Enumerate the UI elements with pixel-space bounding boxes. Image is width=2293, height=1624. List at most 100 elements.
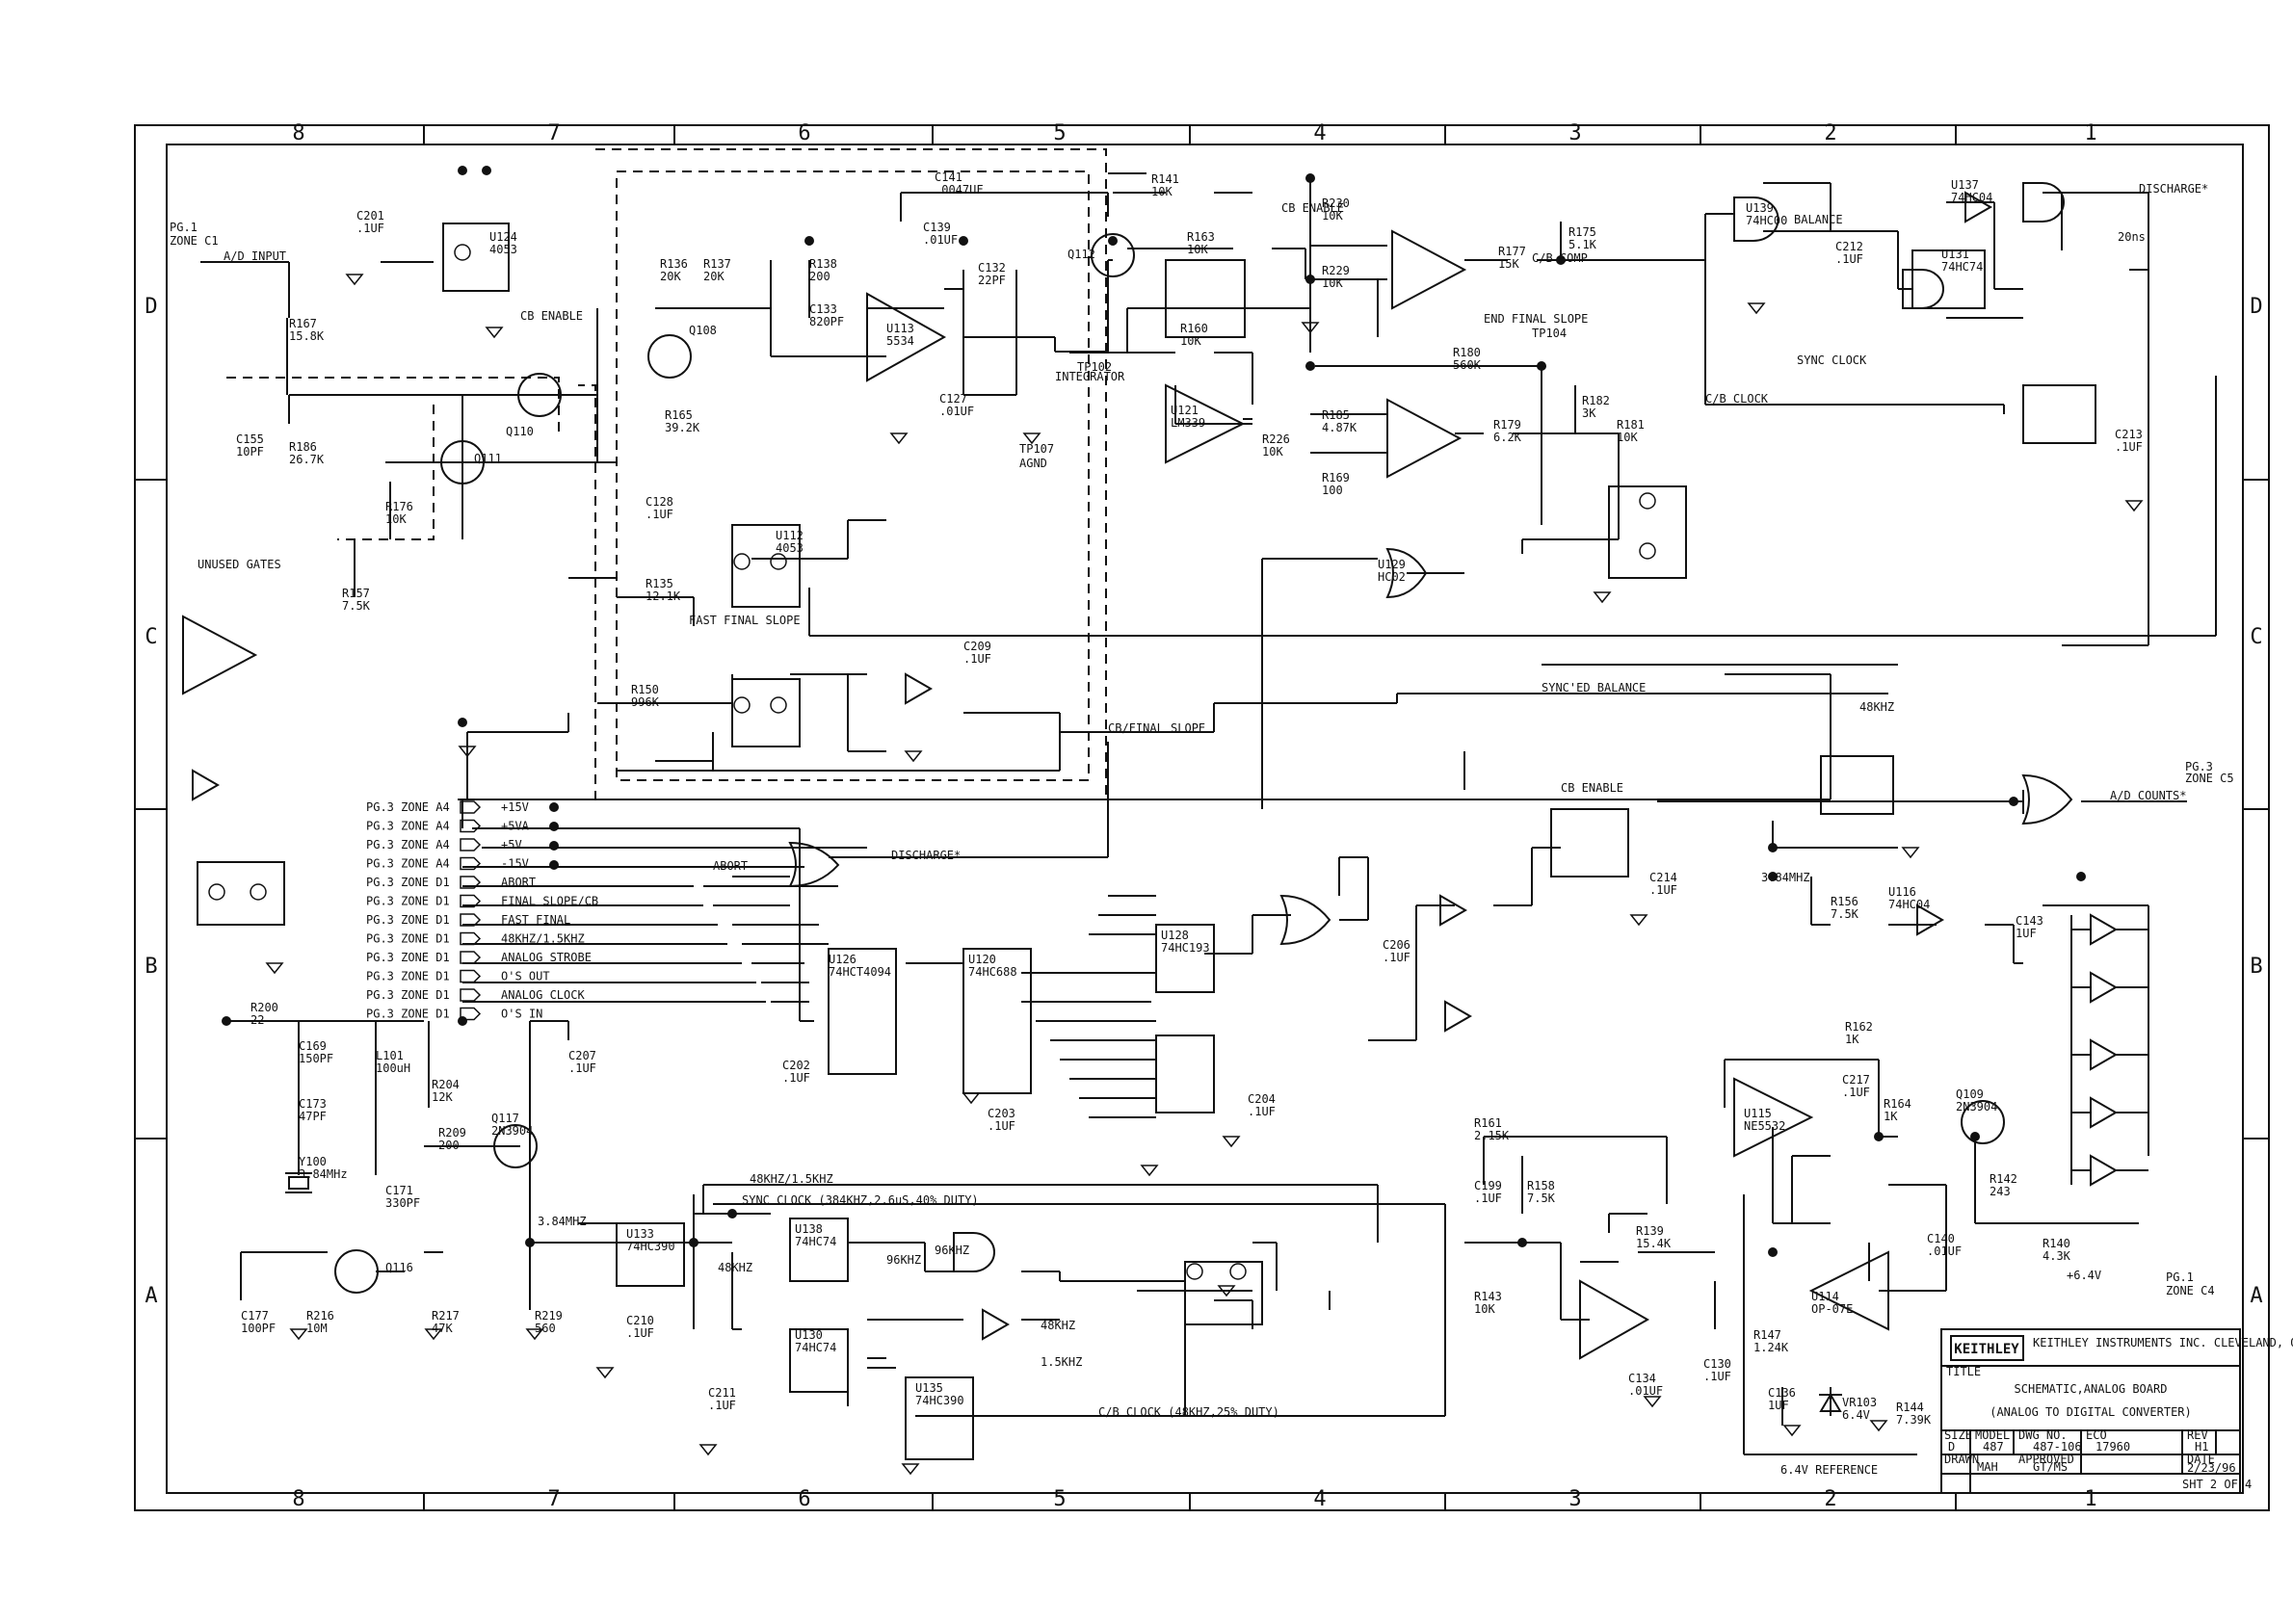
u121-comparator-a — [1391, 229, 1467, 310]
page-connector-6 — [460, 913, 482, 927]
u128-body-a — [1155, 924, 1215, 993]
u131-body-c — [1820, 755, 1894, 815]
component-value-r140: 4.3K — [2043, 1249, 2071, 1263]
component-ref-r177: R177 — [1498, 245, 1526, 258]
u135-body — [905, 1376, 974, 1460]
component-value-r179: 6.2K — [1493, 431, 1522, 444]
component-ref-r164: R164 — [1884, 1097, 1911, 1111]
component-value-u124: 4053 — [489, 243, 517, 256]
component-ref-r157: R157 — [342, 587, 370, 600]
component-ref-c207: C207 — [568, 1049, 596, 1062]
zone-label-left-B: B — [145, 955, 157, 979]
component-value-r219: 560 — [535, 1322, 556, 1335]
component-ref-r163: R163 — [1187, 230, 1215, 244]
component-ref-r143: R143 — [1474, 1290, 1502, 1303]
component-value-u129: HC02 — [1378, 570, 1406, 584]
component-ref-c214: C214 — [1649, 871, 1677, 884]
u124-body — [442, 223, 510, 292]
u121-comparator-unused — [182, 615, 258, 695]
component-value-r169: 100 — [1322, 484, 1343, 497]
component-ref-u137: U137 — [1951, 178, 1979, 192]
page-ref-4: PG.3 ZONE D1 — [366, 876, 450, 889]
component-value-c199: .1UF — [1474, 1192, 1502, 1205]
net-mhz384: 3.84MHZ — [1761, 871, 1810, 884]
component-value-q117: 2N3904 — [491, 1124, 533, 1138]
net-ad-input: A/D INPUT — [224, 249, 286, 263]
component-ref-r144: R144 — [1896, 1401, 1924, 1414]
u139-gate-d — [953, 1232, 995, 1272]
component-ref-r216: R216 — [306, 1309, 334, 1323]
net-cb-clock-note: C/B CLOCK (48KHZ,25% DUTY) — [1098, 1405, 1279, 1419]
signal-label-3: -15V — [501, 857, 529, 871]
component-ref-r180: R180 — [1453, 346, 1481, 359]
zone-label-top-5: 5 — [1053, 121, 1066, 145]
dwg-value: 487-106 — [2033, 1440, 2082, 1454]
u129-gate-b — [788, 841, 840, 888]
component-ref-r226: R226 — [1262, 432, 1290, 446]
net-ns20: 20ns — [2118, 230, 2146, 244]
component-value-u130: 74HC74 — [795, 1341, 836, 1354]
component-value-c143: 1UF — [2016, 927, 2037, 940]
zone-label-bottom-7: 7 — [547, 1487, 560, 1511]
component-ref-c213: C213 — [2115, 428, 2143, 441]
zone-label-right-A: A — [2250, 1284, 2262, 1308]
u138-body — [789, 1218, 849, 1282]
net-ref64-label: 6.4V REFERENCE — [1780, 1463, 1878, 1477]
zone-label-top-2: 2 — [1824, 121, 1836, 145]
component-ref-c202: C202 — [782, 1059, 810, 1072]
net-unused-gates: UNUSED GATES — [198, 558, 281, 571]
component-value-r177: 15K — [1498, 257, 1519, 271]
component-value-r161: 2.15K — [1474, 1129, 1510, 1142]
component-ref-r138: R138 — [809, 257, 837, 271]
component-value-r158: 7.5K — [1527, 1192, 1556, 1205]
zone-label-top-7: 7 — [547, 121, 560, 145]
page-connector-4 — [460, 876, 482, 889]
component-value-r137: 20K — [703, 270, 725, 283]
component-value-r136: 20K — [660, 270, 681, 283]
u113-opamp — [866, 292, 947, 382]
zone-label-bottom-1: 1 — [2084, 1487, 2096, 1511]
page-connectors — [460, 800, 482, 1021]
zone-label-bottom-4: 4 — [1313, 1487, 1326, 1511]
component-value-c203: .1UF — [988, 1119, 1015, 1133]
component-ref-c199: C199 — [1474, 1179, 1502, 1192]
net-ref64: +6.4V — [2067, 1269, 2101, 1282]
zone-label-left-A: A — [145, 1284, 157, 1308]
zone-label-right-D: D — [2250, 295, 2262, 319]
component-ref-r147: R147 — [1753, 1328, 1781, 1342]
ic-bodies — [197, 223, 2096, 1460]
component-value-c155: 10PF — [236, 445, 264, 458]
page-ref-8: PG.3 ZONE D1 — [366, 951, 450, 964]
zone-label-top-4: 4 — [1313, 121, 1326, 145]
component-value-l101: 100uH — [376, 1061, 410, 1075]
u121-comparator-c — [1386, 398, 1463, 479]
u120-body — [962, 948, 1032, 1094]
zone-label-top-1: 1 — [2084, 121, 2096, 145]
component-ref-c143: C143 — [2016, 914, 2043, 928]
net-tp107: TP107 — [1019, 442, 1054, 456]
signal-label-6: FAST FINAL — [501, 913, 570, 927]
component-ref-q117: Q117 — [491, 1112, 519, 1125]
u114-opamp — [1808, 1250, 1889, 1331]
net-cb-enable2: CB ENABLE — [1281, 201, 1344, 215]
net-khz96b: 96KHZ — [886, 1253, 921, 1267]
q111-symbol — [440, 440, 485, 485]
logic-gates — [788, 182, 2073, 1272]
net-ad-counts-ref: PG.3 — [2185, 760, 2213, 773]
component-value-r230: 10K — [1322, 209, 1343, 223]
model-label: MODEL — [1975, 1428, 2010, 1442]
ground-symbols — [265, 274, 2144, 1476]
component-ref-u124: U124 — [489, 230, 517, 244]
zone-label-bottom-3: 3 — [1568, 1487, 1581, 1511]
component-value-r209: 200 — [438, 1139, 460, 1152]
component-ref-c173: C173 — [299, 1097, 327, 1111]
component-ref-c169: C169 — [299, 1039, 327, 1053]
eco-label: ECO — [2086, 1428, 2107, 1442]
component-value-r217: 47K — [432, 1322, 453, 1335]
component-value-c140: .01UF — [1927, 1244, 1962, 1258]
analog-switches — [208, 244, 1656, 1280]
component-ref-c155: C155 — [236, 432, 264, 446]
